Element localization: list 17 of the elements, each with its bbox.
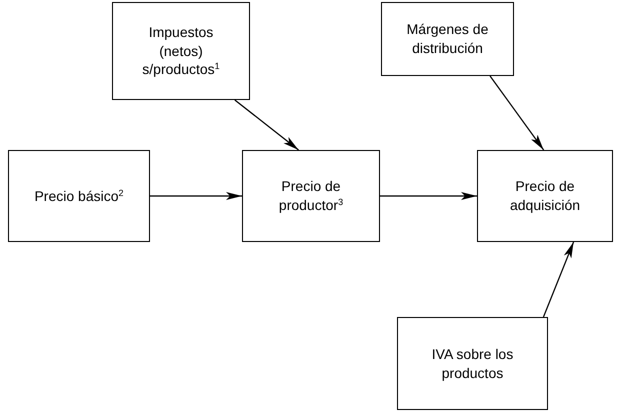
- box-label: Márgenes de distribución: [406, 20, 490, 58]
- box-label: Impuestos (netos) s/productos$^{1}$: [141, 22, 221, 80]
- arrow: [380, 192, 477, 200]
- arrow: [150, 192, 242, 200]
- text-box: [381, 2, 514, 76]
- box-label: Precio básico$^{2}$: [34, 186, 124, 206]
- box-label: IVA sobre los productos: [430, 344, 514, 382]
- box-label: Precio de productor$^{3}$: [278, 177, 344, 215]
- text-box: [477, 150, 613, 242]
- arrow: [234, 100, 299, 150]
- text-box: [112, 2, 250, 100]
- arrow: [542, 242, 574, 318]
- text-box: [397, 317, 548, 410]
- text-box: [242, 150, 380, 242]
- arrow: [490, 76, 544, 150]
- box-label: Precio de adquisición: [508, 177, 582, 215]
- text-box: [8, 150, 150, 242]
